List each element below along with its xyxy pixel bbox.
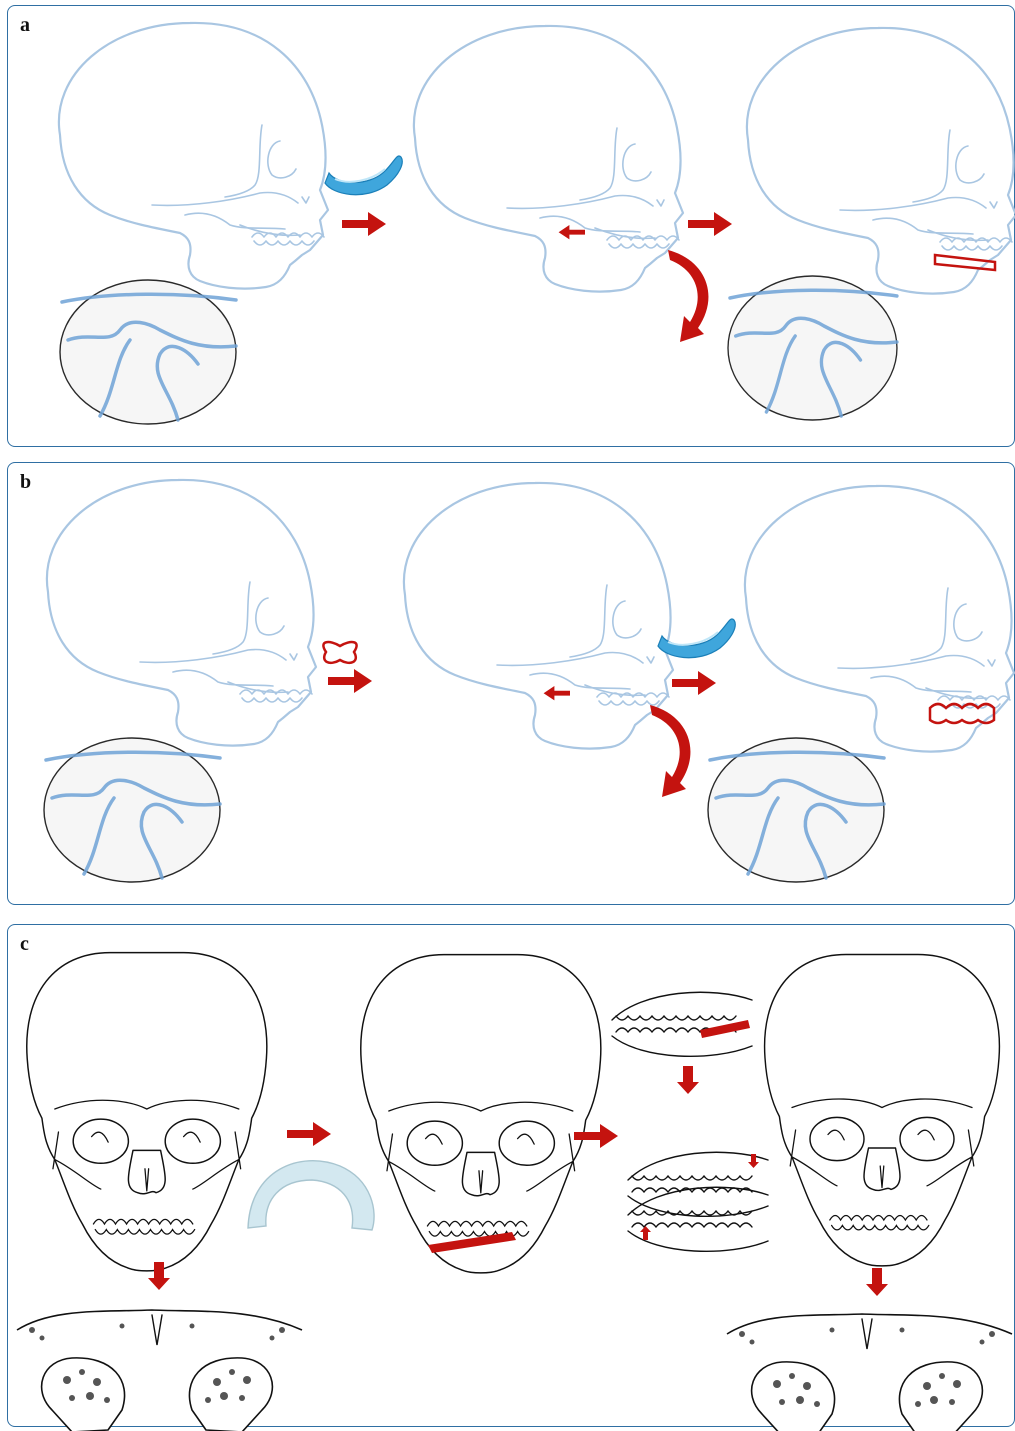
panel-a-skull-middle [414,26,683,292]
red-arrow-icon [342,212,386,236]
clear-occlusal-splint-icon [248,1161,374,1230]
teeth-occlusion-before [612,992,752,1056]
panel-c-skull-after [765,955,1000,1266]
panel-c-skull-before [27,953,267,1271]
red-curved-arrow-icon [668,250,708,342]
red-arrow-icon [559,225,585,239]
red-arrow-icon [544,686,570,700]
red-curved-arrow-icon [650,705,690,797]
red-arrow-icon [672,671,716,695]
teeth-occlusion-after [628,1152,768,1251]
panel-b-inset-before [44,738,220,882]
panel-c-tmj-before [17,1310,302,1431]
red-arrow-icon [677,1066,699,1094]
panel-b-skull-after [745,486,1014,752]
panel-b-inset-after [708,738,884,882]
panel-c-tmj-after [727,1314,1012,1431]
panel-a-inset-before [60,280,236,424]
panel-c-skull-middle [361,955,601,1273]
blue-occlusal-splint-icon [325,156,402,195]
red-occlusal-pad-icon [323,642,356,663]
panel-a-skull-after [747,28,1015,294]
panel-b-skull-middle [404,483,673,749]
red-arrow-icon [287,1122,331,1146]
panel-a-inset-after [728,276,897,420]
red-arrow-icon [866,1268,888,1296]
red-arrow-icon [328,669,372,693]
panel-b-skull-before [47,480,316,746]
panel-a-skull-before [59,23,328,289]
red-arrow-icon [688,212,732,236]
